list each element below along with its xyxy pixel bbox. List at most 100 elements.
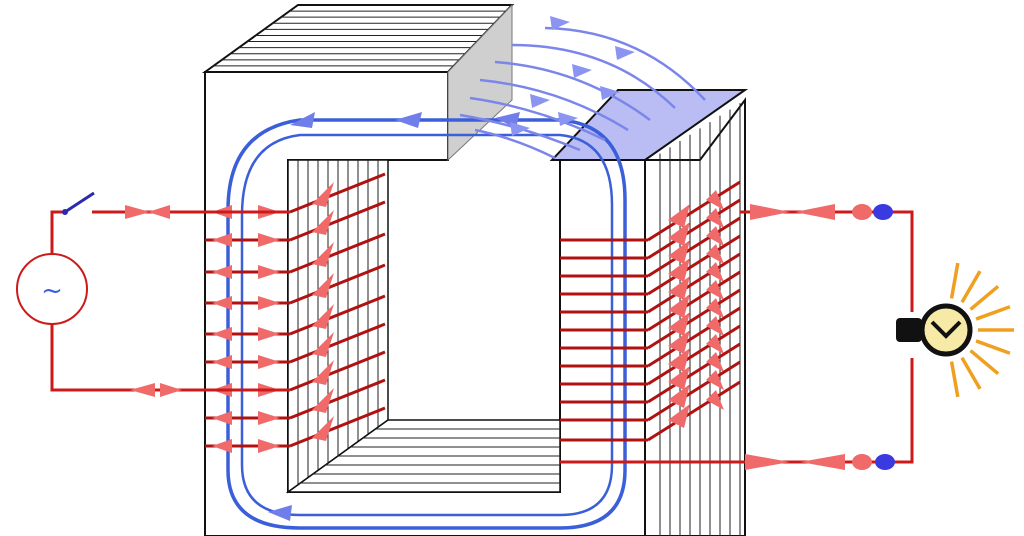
current-arrow — [312, 210, 334, 235]
current-arrow — [212, 296, 232, 310]
light-ray — [969, 284, 1000, 311]
current-arrow — [668, 404, 690, 428]
leakage-flux-arrow — [615, 46, 635, 60]
flux-loop-inner — [240, 133, 614, 517]
current-arrow — [668, 348, 690, 372]
primary-wire-bottom — [50, 320, 290, 392]
current-arrow — [212, 439, 232, 453]
current-arrow — [800, 454, 845, 470]
primary-turn-side — [289, 232, 386, 274]
current-arrow — [706, 190, 724, 210]
primary-turn-side — [289, 406, 386, 448]
primary-turn-side — [289, 200, 386, 242]
light-ray — [949, 262, 960, 299]
current-arrow — [130, 383, 155, 397]
secondary-circuit — [560, 204, 1014, 470]
leakage-flux-arc — [474, 128, 556, 160]
secondary-turn-side — [647, 360, 741, 422]
current-arrow — [706, 390, 724, 410]
current-arrow — [258, 327, 280, 341]
ac-source-symbol: ~ — [41, 276, 63, 306]
light-ray — [975, 305, 1011, 321]
current-arrow — [258, 439, 280, 453]
flux-arrow — [290, 112, 315, 128]
current-arrow — [258, 411, 280, 425]
current-arrow — [668, 204, 690, 228]
current-arrow — [312, 182, 334, 207]
current-arrow — [148, 205, 170, 219]
current-arrow — [706, 262, 724, 282]
leakage-flux-arc — [469, 96, 606, 142]
current-arrow — [668, 366, 690, 390]
primary-turn-side — [289, 172, 386, 214]
current-arrow — [312, 273, 334, 298]
leakage-flux-arrow — [572, 64, 592, 78]
current-arrow — [258, 233, 280, 247]
leakage-flux-arrow — [600, 86, 620, 100]
leakage-flux-arc — [494, 60, 651, 122]
flux-loop-outer — [226, 118, 627, 530]
current-arrow — [795, 204, 835, 220]
current-arrow — [668, 222, 690, 246]
terminal-pair-top — [852, 204, 893, 220]
primary-wire-top — [50, 210, 65, 258]
current-arrow — [212, 411, 232, 425]
switch-icon[interactable] — [62, 191, 95, 215]
current-arrow — [706, 208, 724, 228]
secondary-turn-side — [647, 234, 741, 296]
primary-turn-side — [289, 350, 386, 392]
secondary-wire-top — [740, 210, 914, 312]
current-arrow — [312, 242, 334, 267]
terminal-pair-bottom — [852, 454, 895, 470]
light-ray — [960, 356, 982, 390]
leakage-flux-arrow — [558, 112, 578, 126]
current-arrow — [312, 360, 334, 385]
leakage-flux-arc — [544, 26, 706, 101]
current-arrow — [668, 312, 690, 336]
primary-turn-side — [289, 322, 386, 364]
secondary-turn-side — [647, 252, 741, 314]
current-arrow — [668, 258, 690, 282]
light-ray — [969, 349, 1000, 376]
leakage-flux-lines — [459, 16, 706, 160]
current-arrow — [706, 334, 724, 354]
secondary-turn-side — [647, 306, 741, 368]
core-window-laminations — [297, 160, 379, 485]
leakage-flux-arrow — [550, 16, 570, 30]
secondary-turn-side — [647, 288, 741, 350]
secondary-winding — [560, 180, 741, 442]
current-arrow — [706, 226, 724, 246]
light-ray — [949, 361, 960, 398]
light-ray — [960, 270, 982, 304]
current-arrow — [312, 332, 334, 357]
ac-source-icon: ~ — [16, 253, 88, 325]
current-arrow — [668, 294, 690, 318]
light-bulb-icon — [896, 262, 1014, 398]
secondary-turn-side — [647, 216, 741, 278]
core-bottom-laminations — [300, 428, 560, 484]
current-arrow — [668, 240, 690, 264]
secondary-turn-side — [647, 380, 741, 442]
current-arrow — [258, 265, 280, 279]
current-arrow — [706, 298, 724, 318]
current-arrow — [258, 355, 280, 369]
current-arrow — [706, 244, 724, 264]
secondary-turn-side — [647, 342, 741, 404]
current-arrow — [706, 370, 724, 390]
light-ray — [975, 339, 1011, 355]
current-arrow — [668, 384, 690, 408]
primary-turn-side — [289, 263, 386, 305]
current-arrow — [745, 454, 790, 470]
leakage-flux-arrow — [530, 94, 550, 108]
leakage-flux-arc — [479, 78, 629, 132]
secondary-turn-side — [647, 198, 741, 260]
primary-turn-side — [289, 378, 386, 420]
secondary-turn-side — [647, 324, 741, 386]
secondary-turn-side — [647, 180, 741, 242]
secondary-wire-bottom — [560, 358, 914, 464]
current-arrow — [312, 388, 334, 413]
core-top-laminations — [213, 10, 507, 67]
current-arrow — [212, 355, 232, 369]
current-arrow — [125, 205, 150, 219]
